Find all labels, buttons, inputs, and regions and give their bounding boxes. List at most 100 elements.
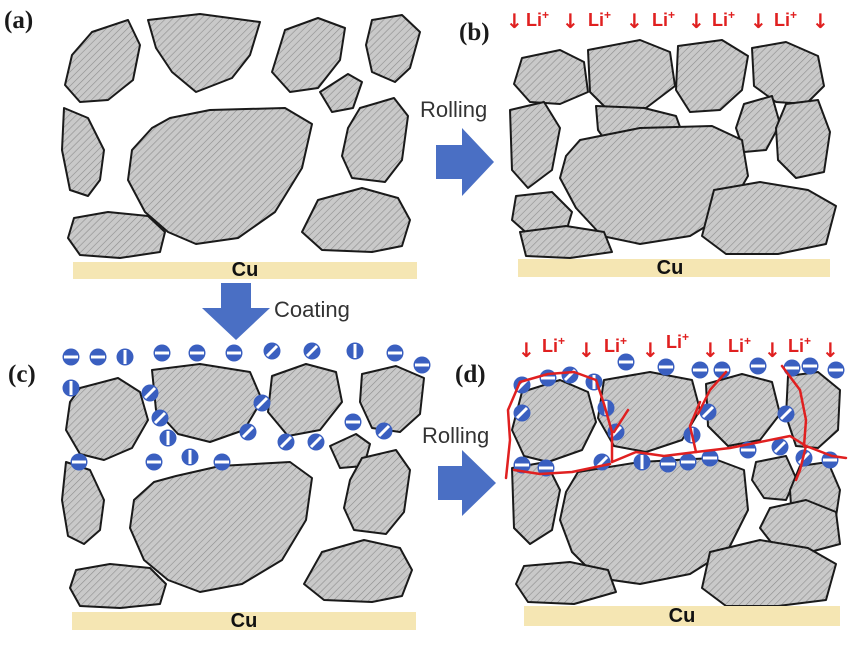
coating-particle-icon — [343, 412, 363, 432]
coating-particle-icon — [616, 352, 636, 372]
coating-particle-icon — [115, 347, 135, 367]
down-arrow-icon: ↓ — [626, 9, 643, 33]
coating-particle-icon — [690, 360, 710, 380]
cu-label-d: Cu — [669, 605, 696, 627]
cu-label-a: Cu — [232, 259, 259, 281]
coating-label: Coating — [274, 297, 350, 322]
coating-particle-icon — [656, 357, 676, 377]
cu-label-c: Cu — [231, 610, 258, 632]
ion-pathway-low — [512, 462, 612, 476]
coating-particle-icon — [158, 428, 178, 448]
coating-particle-icon — [678, 452, 698, 472]
panel-b: (b) ↓ Li+ ↓ Li+ ↓ Li+ ↓ Li+ ↓ Li+ ↓ — [459, 8, 837, 279]
ion-pathway-branch-1 — [696, 370, 728, 416]
coating-particle-icon — [140, 383, 160, 403]
coating-particle-icon — [632, 452, 652, 472]
down-arrow-icon: ↓ — [518, 338, 535, 362]
lithium-ion-pathways — [504, 364, 848, 482]
cu-label-b: Cu — [657, 257, 684, 279]
coating-particle-icon — [412, 355, 432, 375]
coating-particle-icon — [345, 341, 365, 361]
svg-text:Li+: Li+ — [604, 334, 627, 356]
rolling-step-bottom: Rolling — [422, 423, 496, 516]
down-arrow-icon: ↓ — [642, 338, 659, 362]
panel-b-letter: (b) — [459, 19, 490, 46]
ion-pathway-branch-2 — [780, 364, 808, 448]
current-collector-b — [518, 259, 830, 277]
coating-particle-icon — [252, 393, 272, 413]
coating-particle-icon — [212, 452, 232, 472]
down-arrow-icon: ↓ — [702, 338, 719, 362]
coating-particle-icon — [238, 422, 258, 442]
panel-d: (d) ↓ Li+ ↓ Li+ ↓ Li+ ↓ Li+ ↓ Li+ ↓ — [455, 330, 848, 627]
coating-particle-icon — [61, 378, 81, 398]
coating-particle-icon — [658, 454, 678, 474]
svg-text:Li+: Li+ — [728, 334, 751, 356]
lithium-ions-d: ↓ Li+ ↓ Li+ ↓ Li+ ↓ Li+ ↓ Li+ ↓ — [518, 330, 839, 362]
coating-particle-icon — [150, 408, 170, 428]
right-arrow-icon — [438, 450, 496, 516]
coating-particle-icon — [69, 452, 89, 472]
current-collector-c — [72, 612, 416, 630]
down-arrow-icon — [202, 283, 270, 340]
panel-a-letter: (a) — [4, 7, 33, 34]
svg-text:Li+: Li+ — [542, 334, 565, 356]
svg-text:Li+: Li+ — [652, 8, 675, 30]
coating-particle-icon — [770, 437, 790, 457]
ion-pathway-branch-5 — [794, 444, 808, 482]
panel-a: (a) Cu — [4, 7, 421, 281]
ion-pathway-left — [504, 370, 614, 480]
svg-text:Li+: Li+ — [774, 8, 797, 30]
down-arrow-icon: ↓ — [688, 9, 705, 33]
svg-text:Li+: Li+ — [526, 8, 549, 30]
coating-particle-icon — [306, 432, 326, 452]
current-collector-a — [73, 262, 417, 279]
ion-pathway-branch-3 — [688, 400, 702, 454]
rolling-step-top: Rolling — [420, 97, 494, 196]
coating-particle-icon — [88, 347, 108, 367]
coating-particle-icon — [560, 365, 580, 385]
coating-step: Coating — [202, 283, 350, 340]
particles-b — [509, 39, 837, 259]
coating-particle-icon — [187, 343, 207, 363]
coating-particle-icon — [302, 341, 322, 361]
coating-particle-icon — [776, 404, 796, 424]
coating-particle-icon — [538, 368, 558, 388]
coating-particle-icon — [144, 452, 164, 472]
particles-a — [61, 13, 421, 259]
coating-particle-icon — [782, 358, 802, 378]
down-arrow-icon: ↓ — [562, 9, 579, 33]
panel-d-letter: (d) — [455, 361, 486, 388]
coating-particle-icon — [224, 343, 244, 363]
coating-particle-icon — [180, 447, 200, 467]
coating-particle-icon — [800, 356, 820, 376]
lithium-ions-b: ↓ Li+ ↓ Li+ ↓ Li+ ↓ Li+ ↓ Li+ ↓ — [506, 8, 829, 33]
coating-particle-icon — [512, 403, 532, 423]
coating-particle-icon — [374, 421, 394, 441]
coating-particle-icon — [262, 341, 282, 361]
coating-particle-icon — [152, 343, 172, 363]
down-arrow-icon: ↓ — [506, 9, 523, 33]
ion-pathway-branch-4 — [612, 408, 630, 434]
down-arrow-icon: ↓ — [578, 338, 595, 362]
svg-text:Li+: Li+ — [788, 334, 811, 356]
current-collector-d — [524, 606, 840, 626]
down-arrow-icon: ↓ — [764, 338, 781, 362]
svg-text:Li+: Li+ — [588, 8, 611, 30]
coating-particle-icon — [385, 343, 405, 363]
coating-particle-icon — [276, 432, 296, 452]
svg-text:Li+: Li+ — [666, 330, 689, 352]
down-arrow-icon: ↓ — [812, 9, 829, 33]
coating-particle-icon — [826, 360, 846, 380]
panel-c: (c) — [8, 341, 432, 632]
panel-c-letter: (c) — [8, 361, 36, 388]
down-arrow-icon: ↓ — [822, 338, 839, 362]
right-arrow-icon — [436, 128, 494, 196]
down-arrow-icon: ↓ — [750, 9, 767, 33]
ion-pathway-right-1 — [610, 434, 848, 464]
rolling-label-top: Rolling — [420, 97, 487, 122]
rolling-label-bottom: Rolling — [422, 423, 489, 448]
coating-particle-icon — [61, 347, 81, 367]
particles-c — [61, 363, 425, 609]
